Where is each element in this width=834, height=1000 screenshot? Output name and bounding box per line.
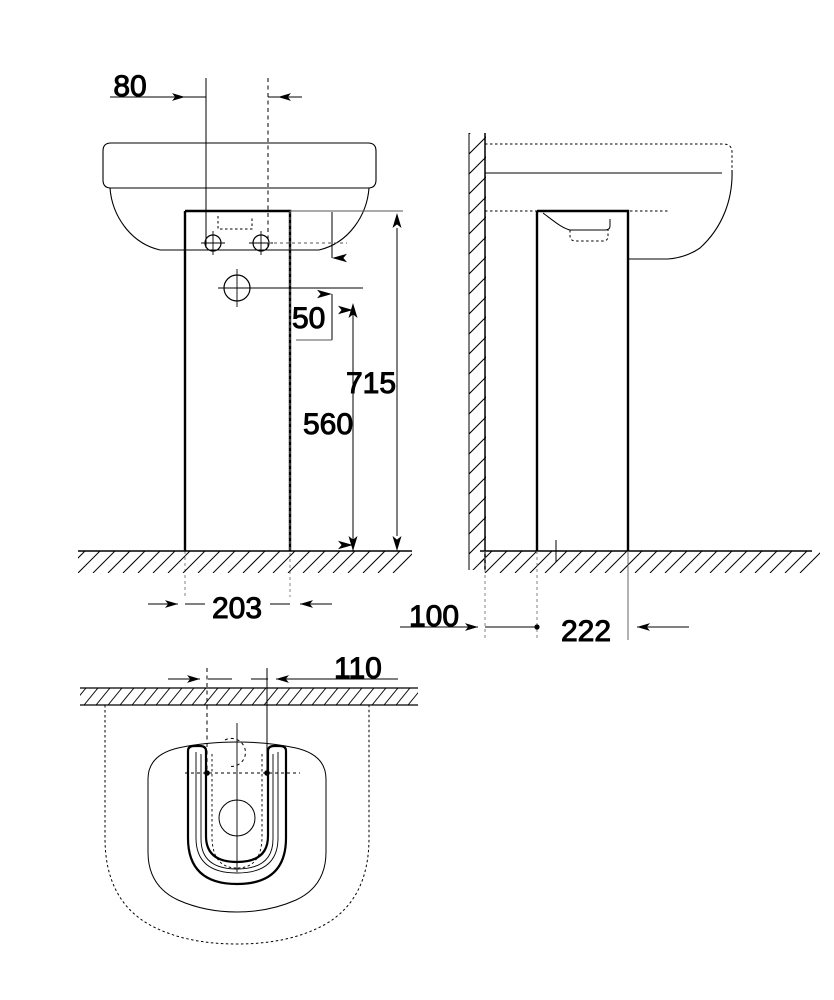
- dimension-222-label: 222: [561, 615, 611, 648]
- side-ground-line: [480, 540, 820, 573]
- dimension-222: 222: [561, 615, 689, 649]
- dimension-100-label: 100: [409, 600, 459, 633]
- dimension-80: 80: [110, 70, 302, 104]
- front-pedestal-fixing-holes: [201, 231, 273, 255]
- front-pedestal-outline: [183, 209, 292, 551]
- dimension-560-label: 560: [303, 408, 353, 441]
- side-wall: [468, 133, 486, 570]
- dimension-110-label: 110: [334, 652, 382, 685]
- view-side-elevation: 100 222: [400, 133, 820, 649]
- dimension-50: 50: [292, 212, 347, 341]
- dimension-110: 110: [168, 652, 398, 686]
- front-basin-outline: [102, 142, 377, 251]
- dimension-80-label: 80: [113, 70, 146, 103]
- view-front-elevation: 80 50 560 715: [78, 70, 412, 626]
- dimension-100: 100: [400, 600, 540, 634]
- dimension-715-label: 715: [346, 367, 396, 400]
- dimension-203-label: 203: [212, 592, 262, 625]
- dimension-50-label: 50: [292, 302, 325, 335]
- plan-basin-bowl-outline: [147, 741, 327, 913]
- plan-basin-outer-outline: [104, 705, 370, 945]
- view-plan: 110: [80, 652, 418, 945]
- plan-wall: [80, 687, 418, 706]
- side-basin-outline: [485, 143, 733, 260]
- front-ground-line: [78, 550, 412, 573]
- side-pedestal-outline: [535, 209, 630, 551]
- front-extension-lines: [184, 78, 403, 597]
- dimension-203: 203: [148, 592, 332, 626]
- dimension-715: 715: [345, 213, 402, 551]
- dimension-560: 560: [302, 303, 358, 551]
- plan-centre-lines: [185, 668, 300, 872]
